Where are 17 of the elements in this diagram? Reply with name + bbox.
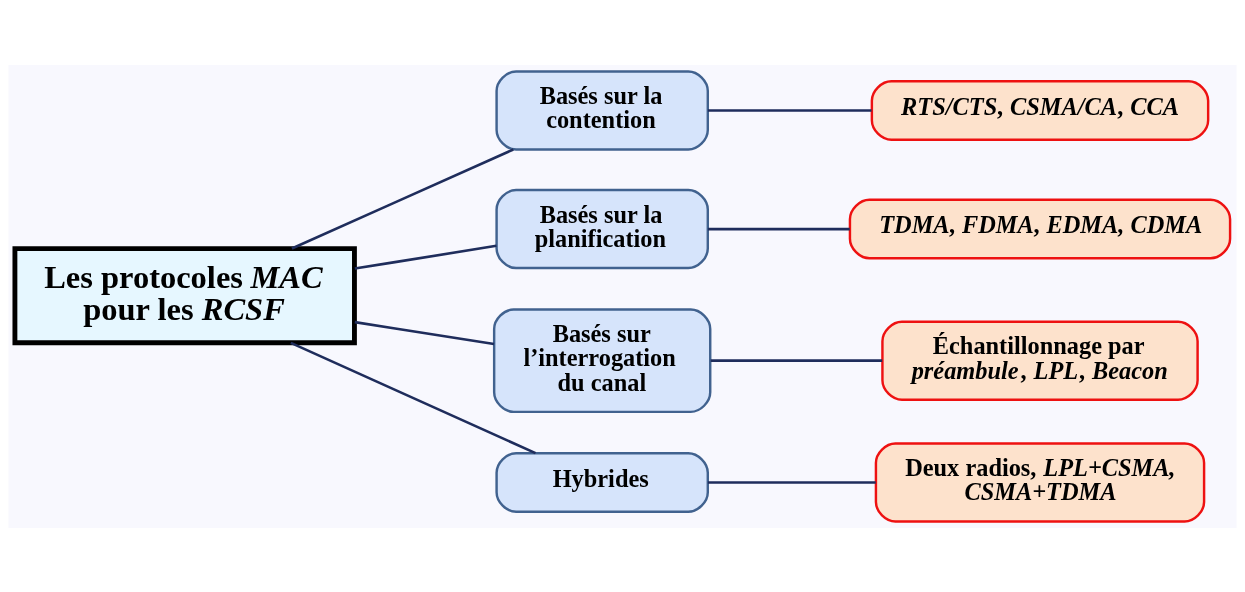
node-box: Deux radios, LPL+CSMA, CSMA+TDMA [874, 441, 1206, 523]
node-box: TDMA, FDMA, EDMA, CDMA [848, 198, 1232, 260]
connector [291, 147, 514, 250]
connector [354, 320, 495, 345]
connector [707, 480, 876, 484]
node-box: Basés sur l’interrogation du canal [492, 307, 712, 413]
node-box: RTS/CTS, CSMA/CA, CCA [870, 79, 1210, 141]
node-box: Hybrides [495, 451, 709, 513]
connector [707, 227, 850, 230]
node-box: Les protocoles MAC pour les RCSF [12, 245, 357, 345]
connector [290, 341, 537, 454]
connector [710, 358, 883, 362]
node-box: Échantillonnage par préambule, LPL, Beacon [881, 319, 1199, 401]
connector [707, 108, 872, 112]
node-box: Basés sur la planification [495, 188, 709, 269]
connector [354, 244, 497, 270]
node-box: Basés sur la contention [495, 69, 709, 151]
